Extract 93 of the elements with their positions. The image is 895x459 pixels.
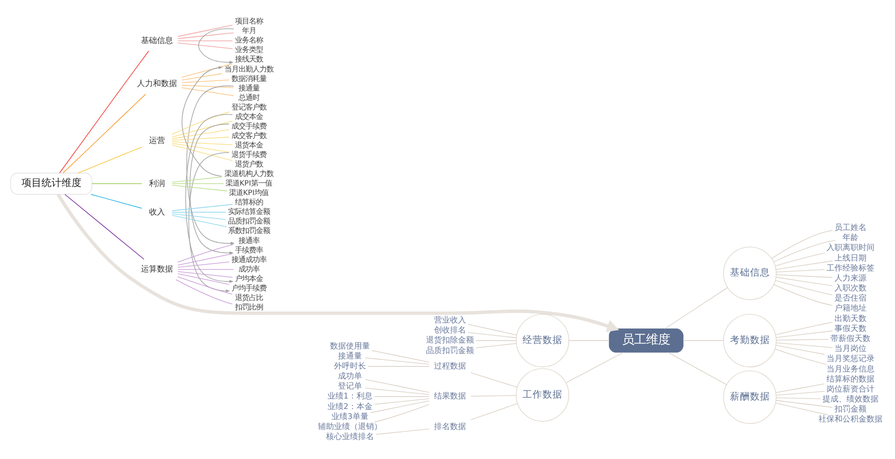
node-circle: 考勤数据 (723, 314, 776, 368)
connector (566, 352, 624, 384)
connector (172, 120, 233, 138)
connector (172, 214, 228, 228)
connector (178, 269, 234, 270)
connector (172, 136, 230, 141)
connector (176, 279, 233, 304)
connector (178, 24, 233, 37)
arrow (56, 194, 620, 332)
connector (172, 184, 228, 192)
connector (178, 273, 230, 285)
arrow (182, 66, 223, 177)
connector (172, 144, 233, 161)
connector (181, 84, 234, 88)
connector (774, 280, 833, 296)
connector (178, 253, 233, 266)
arrow (198, 28, 234, 64)
connector (775, 344, 825, 355)
connector (470, 403, 518, 420)
connector (172, 183, 224, 184)
connector (64, 194, 144, 260)
connector (776, 274, 833, 278)
connector (59, 50, 150, 174)
connector (773, 240, 836, 262)
connector (468, 332, 516, 338)
connector (178, 32, 234, 39)
node-circle: 薪酬数据 (723, 370, 776, 424)
connector (368, 366, 430, 367)
arrow (189, 124, 234, 254)
connector (172, 213, 226, 220)
connector (177, 276, 233, 294)
connector (92, 183, 142, 184)
connector (776, 384, 825, 393)
arrow (185, 114, 234, 283)
connector (776, 342, 833, 348)
connector (172, 204, 233, 212)
connector (181, 64, 233, 78)
connector (470, 372, 518, 388)
connector (374, 396, 430, 397)
connector (178, 262, 230, 268)
connector (364, 357, 430, 365)
connector (774, 252, 826, 266)
connector (172, 143, 230, 152)
connector (470, 395, 516, 397)
connector (90, 194, 142, 209)
connector (776, 269, 825, 272)
connector (178, 42, 233, 49)
connector (776, 400, 833, 408)
node-circle: 工作数据 (516, 368, 570, 422)
node-circle: 基础信息 (723, 246, 776, 300)
connector (773, 284, 833, 306)
connector (172, 112, 230, 135)
connector (776, 338, 829, 340)
connector (376, 428, 430, 435)
connector (181, 73, 222, 80)
connector (776, 330, 833, 338)
connector (177, 244, 234, 262)
connector (364, 388, 430, 395)
connector (370, 400, 430, 414)
connector (364, 379, 430, 393)
connector (372, 350, 430, 363)
connector (775, 322, 833, 335)
connector (374, 398, 430, 405)
connector (774, 348, 827, 365)
node-box: 项目统计维度 (10, 172, 92, 195)
connector (172, 141, 233, 146)
node-box: 员工维度 (608, 328, 684, 353)
connector (776, 260, 833, 270)
connector (776, 391, 825, 396)
connector (62, 94, 146, 174)
arrow (188, 152, 230, 292)
connector (664, 287, 728, 330)
connector (374, 404, 430, 422)
connector (776, 397, 821, 400)
connector (476, 340, 516, 341)
connector (178, 271, 233, 278)
connector (568, 340, 610, 341)
connector (172, 176, 222, 182)
connector (181, 87, 234, 96)
connector (178, 40, 233, 42)
connector (771, 230, 833, 259)
connector (172, 212, 226, 213)
connector (682, 340, 724, 341)
arrow (186, 86, 235, 245)
connector (775, 402, 828, 416)
node-circle: 经营数据 (516, 314, 570, 368)
connector (476, 343, 516, 348)
connector (776, 276, 833, 286)
connector (78, 146, 142, 174)
connector (172, 129, 230, 140)
connector (468, 324, 517, 336)
connector (181, 80, 230, 83)
connector (668, 352, 727, 385)
